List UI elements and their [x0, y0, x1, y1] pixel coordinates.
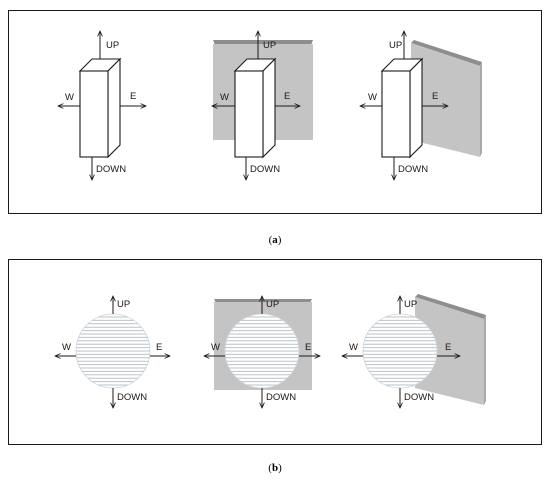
wall-east [415, 297, 484, 405]
panel-b-diagram-2: UP DOWN W E [204, 296, 320, 408]
sphere-stripes [225, 316, 299, 386]
label-up: UP [106, 40, 119, 51]
wall-east-side [480, 62, 482, 157]
label-east: E [130, 91, 136, 102]
label-west: W [211, 342, 220, 353]
label-east: E [305, 342, 311, 353]
sphere-stripes [76, 316, 150, 386]
label-west: W [349, 342, 358, 353]
label-up: UP [263, 40, 276, 51]
box-side-face [107, 57, 121, 159]
caption-a: (a) [269, 234, 282, 246]
label-up: UP [389, 40, 402, 51]
box-side-face [262, 57, 276, 159]
label-west: W [65, 92, 74, 103]
panel-b-diagram-3: UP DOWN W E [342, 294, 486, 408]
label-east: E [432, 91, 438, 102]
label-up: UP [266, 299, 279, 310]
label-down: DOWN [117, 392, 147, 403]
label-down: DOWN [250, 164, 280, 175]
box-front-face [381, 70, 411, 158]
label-west: W [368, 92, 377, 103]
label-up: UP [404, 299, 417, 310]
label-down: DOWN [96, 164, 126, 175]
wall-side-edge [415, 294, 486, 319]
panel-a-diagram-3: UP DOWN W E [360, 31, 482, 180]
label-down: DOWN [398, 164, 428, 175]
label-east: E [284, 91, 290, 102]
wall-east-side [484, 315, 486, 405]
label-east: E [445, 342, 451, 353]
label-east: E [156, 342, 162, 353]
sphere-stripes [363, 316, 437, 386]
label-down: DOWN [266, 392, 296, 403]
panel-b-diagram-1: UP DOWN W E [55, 296, 170, 408]
panel-a-diagram-1: UP DOWN W E [58, 31, 146, 180]
caption-b: (b) [268, 462, 282, 474]
label-up: UP [117, 299, 130, 310]
box-side-face [409, 57, 423, 159]
box-front-face [234, 70, 264, 158]
box-front-face [79, 70, 109, 158]
label-west: W [220, 92, 229, 103]
label-west: W [62, 342, 71, 353]
wall-top-edge [213, 40, 313, 45]
wall-side-edge [411, 40, 482, 66]
label-down: DOWN [404, 392, 434, 403]
wall-east [411, 43, 480, 157]
panel-a-diagram-2: UP DOWN W E [212, 31, 313, 180]
